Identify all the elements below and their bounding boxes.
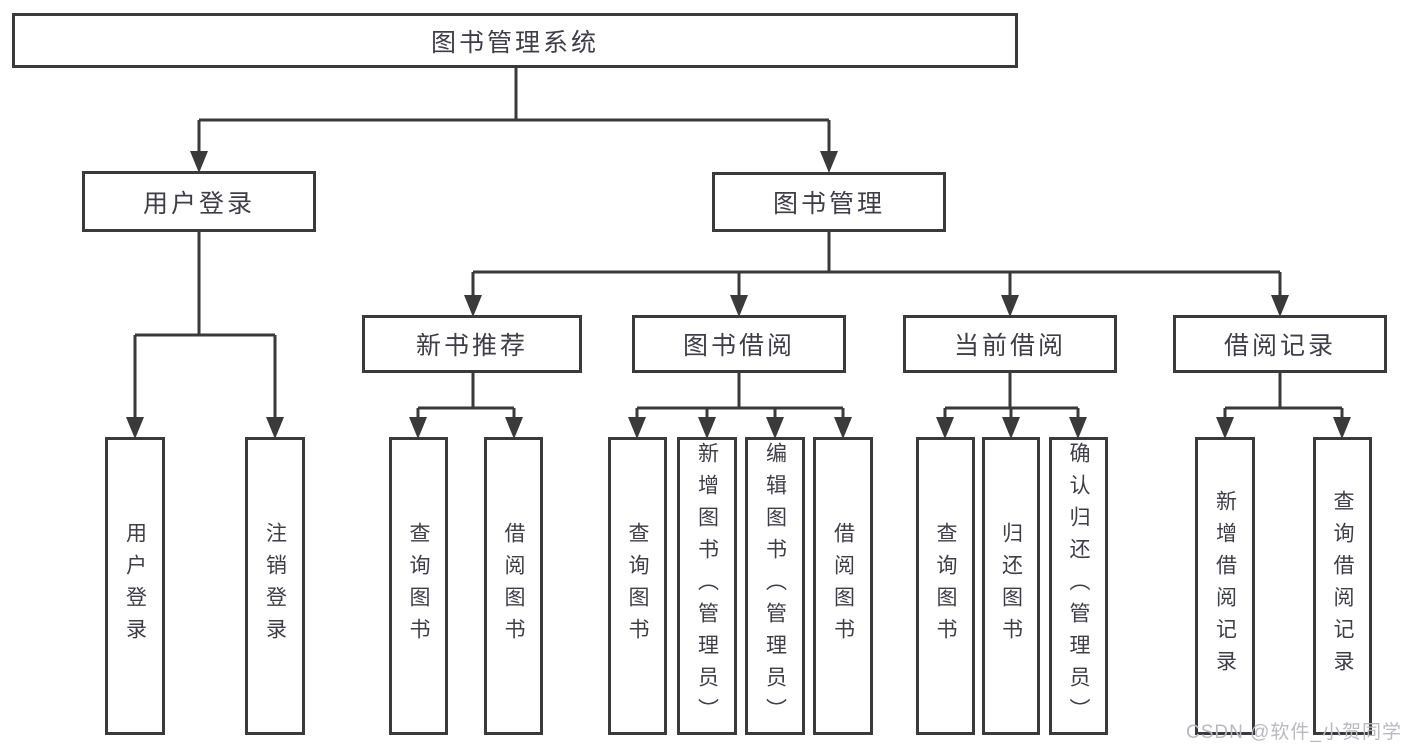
connector-current-borrow-to-leaves	[936, 373, 1087, 439]
connector-book-mgmt-to-level2	[464, 232, 1289, 317]
leaf-bb-edit-books-admin: 编辑图书（管理员）	[745, 437, 805, 735]
node-label: 新增借阅记录	[1213, 490, 1237, 682]
leaf-cb-return-books: 归还图书	[982, 437, 1040, 735]
leaf-cb-confirm-return-admin: 确认归还（管理员）	[1049, 437, 1108, 735]
node-new-book-recommendation: 新书推荐	[362, 315, 582, 373]
node-label: 借阅记录	[1223, 332, 1336, 360]
node-label: 借阅图书	[502, 522, 526, 650]
leaf-bb-add-books-admin: 新增图书（管理员）	[677, 437, 737, 735]
connector-book-borrow-to-leaves	[628, 373, 852, 439]
node-label: 查询图书	[626, 522, 650, 650]
connector-root-to-level1	[190, 68, 838, 173]
leaf-cb-query-books: 查询图书	[916, 437, 975, 735]
leaf-rec-borrow-books: 借阅图书	[484, 437, 543, 735]
node-current-borrowing: 当前借阅	[903, 315, 1117, 373]
node-book-management: 图书管理	[712, 172, 946, 232]
node-label: 确认归还（管理员）	[1067, 442, 1091, 730]
node-label: 图书管理系统	[430, 28, 599, 57]
node-label: 新书推荐	[415, 332, 528, 360]
node-library-management-system: 图书管理系统	[12, 13, 1018, 68]
node-borrowing-records: 借阅记录	[1173, 315, 1387, 373]
leaf-br-query-record: 查询借阅记录	[1313, 437, 1372, 735]
leaf-bb-query-books: 查询图书	[608, 437, 667, 735]
connector-borrow-records-to-leaves	[1216, 373, 1351, 439]
node-label: 用户登录	[123, 522, 147, 650]
node-label: 图书管理	[772, 190, 885, 218]
connector-new-book-rec-to-leaves	[409, 373, 523, 439]
node-user-login: 用户登录	[82, 171, 316, 232]
node-label: 查询借阅记录	[1331, 490, 1355, 682]
node-label: 查询图书	[407, 522, 431, 650]
node-label: 新增图书（管理员）	[695, 442, 719, 730]
node-label: 编辑图书（管理员）	[763, 442, 787, 730]
node-label: 图书借阅	[682, 332, 795, 360]
node-label: 用户登录	[142, 189, 255, 218]
leaf-logout: 注销登录	[245, 437, 305, 735]
connector-user-login-to-leaves	[126, 232, 284, 439]
node-label: 当前借阅	[953, 332, 1066, 360]
leaf-br-add-record: 新增借阅记录	[1195, 437, 1255, 735]
node-book-borrowing: 图书借阅	[632, 315, 846, 373]
leaf-bb-borrow-books: 借阅图书	[813, 437, 873, 735]
node-label: 注销登录	[263, 522, 287, 650]
leaf-user-login: 用户登录	[105, 437, 165, 735]
node-label: 借阅图书	[831, 522, 855, 650]
node-label: 查询图书	[934, 522, 958, 650]
node-label: 归还图书	[999, 522, 1023, 650]
csdn-watermark: CSDN @软件_小贺同学	[1186, 722, 1402, 743]
leaf-rec-query-books: 查询图书	[389, 437, 448, 735]
